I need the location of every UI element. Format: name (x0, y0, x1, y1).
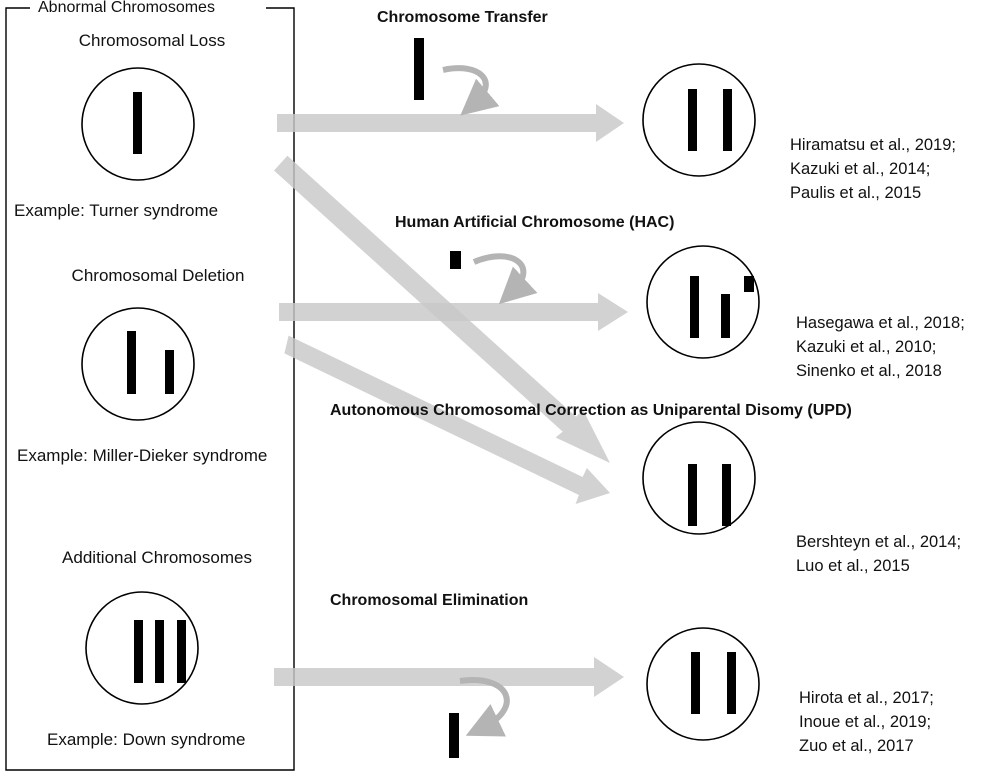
heading-chromosomal-loss: Chromosomal Loss (78, 31, 226, 50)
chromosome (690, 276, 699, 338)
refs-upd: Bershteyn et al., 2014; Luo et al., 2015 (796, 530, 961, 578)
reference: Zuo et al., 2017 (799, 737, 914, 755)
cell-corrected-upd (642, 421, 756, 535)
curved-arrow-transfer (442, 65, 500, 116)
cell-chromosomal-deletion (81, 307, 195, 421)
reference: Kazuki et al., 2014; (790, 160, 931, 178)
reference: Bershteyn et al., 2014; (796, 533, 962, 551)
refs-elimination: Hirota et al., 2017; Inoue et al., 2019;… (799, 686, 934, 758)
cell-corrected-elimination (646, 627, 760, 741)
curved-arrow-hac (472, 253, 538, 305)
chromosome (688, 464, 697, 526)
method-title-hac: Human Artificial Chromosome (HAC) (395, 214, 675, 231)
chromosome (691, 652, 700, 714)
chromosome (134, 620, 143, 683)
refs-hac: Hasegawa et al., 2018; Kazuki et al., 20… (796, 311, 965, 383)
chromosome (722, 464, 731, 526)
arrow-additional-to-elimination (274, 657, 624, 697)
chromosome (133, 92, 142, 154)
reference: Hiramatsu et al., 2019; (790, 136, 956, 154)
reference: Hirota et al., 2017; (799, 689, 934, 707)
correction-arrows (274, 104, 628, 697)
method-title-elimination: Chromosomal Elimination (330, 592, 529, 609)
reference: Inoue et al., 2019; (799, 713, 932, 731)
reference: Luo et al., 2015 (796, 557, 910, 575)
cell-corrected-hac (646, 245, 760, 359)
example-miller-dieker: Example: Miller-Dieker syndrome (17, 446, 268, 465)
chromosome-deleted (721, 294, 730, 338)
chromosome (155, 620, 164, 683)
chromosome (177, 620, 186, 683)
hac-chromosome (450, 251, 461, 269)
chromosomes (127, 89, 754, 714)
cell-corrected-transfer (642, 63, 756, 177)
reference: Kazuki et al., 2010; (796, 338, 937, 356)
eliminated-chromosome (449, 713, 459, 758)
heading-chromosomal-deletion: Chromosomal Deletion (71, 266, 245, 285)
reference: Sinenko et al., 2018 (796, 362, 942, 380)
donor-chromosome (414, 38, 424, 100)
abnormal-chromosomes-frame (5, 7, 295, 771)
refs-chromosome-transfer: Hiramatsu et al., 2019; Kazuki et al., 2… (790, 133, 956, 205)
example-down: Example: Down syndrome (47, 730, 246, 749)
chromosome (723, 89, 732, 151)
chromosome (727, 652, 736, 714)
heading-additional-chromosomes: Additional Chromosomes (62, 548, 252, 567)
arrow-loss-to-upd (274, 155, 610, 463)
artificial-chromosome (744, 276, 754, 292)
method-title-upd: Autonomous Chromosomal Correction as Uni… (330, 402, 852, 419)
reference: Paulis et al., 2015 (790, 184, 922, 202)
chromosome (688, 89, 697, 151)
arrow-deletion-to-upd (284, 335, 610, 504)
panel-title: Abnormal Chromosomes (32, 0, 221, 17)
chromosome (127, 331, 136, 394)
reference: Hasegawa et al., 2018; (796, 314, 965, 332)
chromosome-deleted (165, 350, 174, 394)
curved-arrow-elimination (459, 677, 510, 737)
arrow-loss-to-transfer (277, 104, 624, 142)
method-title-chromosome-transfer: Chromosome Transfer (377, 9, 548, 26)
example-turner: Example: Turner syndrome (14, 201, 219, 220)
